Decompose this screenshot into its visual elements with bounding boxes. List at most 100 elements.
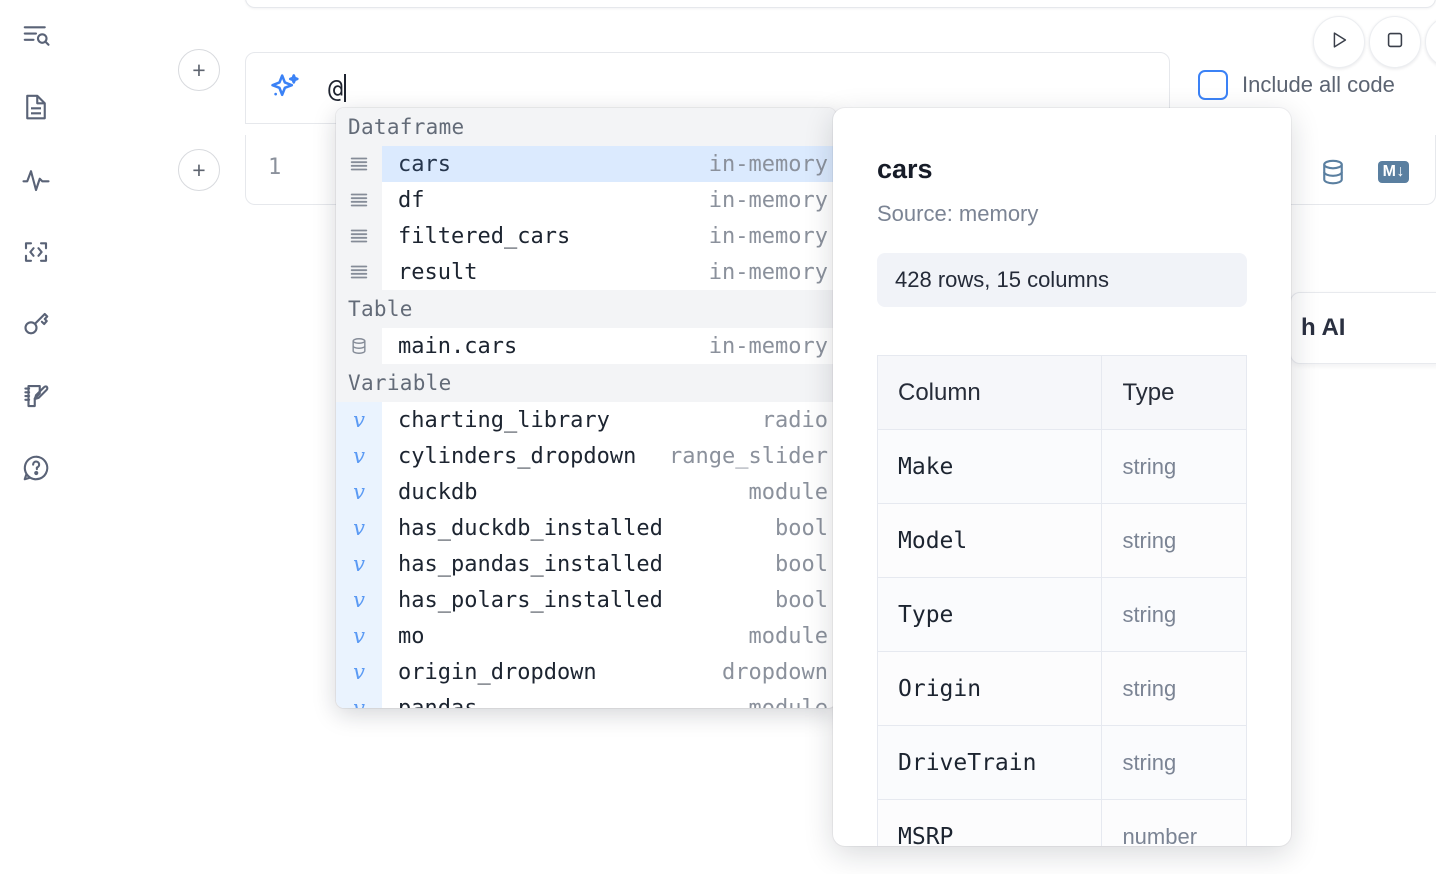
include-all-code-label: Include all code xyxy=(1242,72,1395,97)
include-all-code-row[interactable]: Include all code xyxy=(1198,70,1395,100)
autocomplete-item-meta: dropdown xyxy=(722,659,828,685)
autocomplete-item-name: has_duckdb_installed xyxy=(398,515,663,541)
ai-prompt-value: @ xyxy=(328,73,344,103)
include-all-code-checkbox[interactable] xyxy=(1198,70,1228,100)
autocomplete-item-name: has_polars_installed xyxy=(398,587,663,613)
detail-column-name: MSRP xyxy=(876,799,1103,846)
document-icon[interactable] xyxy=(14,85,58,129)
detail-header-column: Column xyxy=(876,355,1103,430)
stop-square-icon xyxy=(1384,29,1406,56)
autocomplete-item[interactable]: cars in-memory xyxy=(336,146,836,182)
variable-icon: v xyxy=(336,582,382,618)
markdown-icon[interactable]: M ↓ xyxy=(1377,161,1409,183)
autocomplete-section-header: Dataframe xyxy=(336,108,836,146)
variable-icon: v xyxy=(336,438,382,474)
autocomplete-item[interactable]: v charting_library radio xyxy=(336,402,836,438)
left-icon-rail xyxy=(0,0,72,874)
autocomplete-item-meta: module xyxy=(748,623,828,649)
autocomplete-item-name: origin_dropdown xyxy=(398,659,597,685)
detail-column-type: string xyxy=(1101,651,1247,726)
autocomplete-item-name: pandas xyxy=(398,695,478,709)
ai-prompt-input[interactable]: @ xyxy=(328,73,347,103)
generate-with-ai-card[interactable]: h AI xyxy=(1290,292,1436,364)
table-icon xyxy=(336,328,382,364)
variable-icon: v xyxy=(336,546,382,582)
autocomplete-item[interactable]: v origin_dropdown dropdown xyxy=(336,654,836,690)
autocomplete-item-meta: in-memory xyxy=(708,259,828,285)
database-icon[interactable] xyxy=(1318,157,1348,187)
run-button[interactable] xyxy=(1313,16,1365,68)
previous-cell[interactable] xyxy=(245,0,1436,8)
autocomplete-section-header: Table xyxy=(336,290,836,328)
add-cell-above-button[interactable]: + xyxy=(178,49,220,91)
autocomplete-item-meta: bool xyxy=(775,551,828,577)
activity-icon[interactable] xyxy=(14,158,58,202)
completion-detail-panel: cars Source: memory 428 rows, 15 columns… xyxy=(833,108,1291,846)
stop-button[interactable] xyxy=(1369,16,1421,68)
autocomplete-item[interactable]: v has_polars_installed bool xyxy=(336,582,836,618)
key-icon[interactable] xyxy=(14,302,58,346)
variable-icon: v xyxy=(336,618,382,654)
code-brackets-icon[interactable] xyxy=(14,230,58,274)
scratchpad-icon[interactable] xyxy=(14,374,58,418)
autocomplete-item-meta: in-memory xyxy=(708,223,828,249)
detail-table-header-row: Column Type xyxy=(876,355,1247,430)
autocomplete-item-name: cylinders_dropdown xyxy=(398,443,637,469)
detail-shape-badge: 428 rows, 15 columns xyxy=(877,253,1247,307)
autocomplete-item[interactable]: filtered_cars in-memory xyxy=(336,218,836,254)
autocomplete-item-name: charting_library xyxy=(398,407,610,433)
variable-icon: v xyxy=(336,510,382,546)
add-cell-below-button[interactable]: + xyxy=(178,149,220,191)
autocomplete-item[interactable]: v has_duckdb_installed bool xyxy=(336,510,836,546)
detail-column-type: string xyxy=(1101,725,1247,800)
autocomplete-item-name: main.cars xyxy=(398,333,518,359)
help-chat-icon[interactable] xyxy=(14,446,58,490)
dataframe-icon xyxy=(336,218,382,254)
detail-column-name: Model xyxy=(876,503,1103,578)
autocomplete-item[interactable]: v cylinders_dropdown range_slider xyxy=(336,438,836,474)
detail-column-type: string xyxy=(1101,503,1247,578)
dataframe-icon xyxy=(336,146,382,182)
cell-tools: M ↓ xyxy=(1318,157,1409,187)
autocomplete-item-meta: in-memory xyxy=(708,151,828,177)
autocomplete-item-meta: radio xyxy=(761,407,828,433)
dataframe-icon xyxy=(336,254,382,290)
autocomplete-item[interactable]: v has_pandas_installed bool xyxy=(336,546,836,582)
detail-column-name: DriveTrain xyxy=(876,725,1103,800)
markdown-label: M xyxy=(1382,163,1396,180)
more-actions-button[interactable] xyxy=(1425,16,1436,68)
autocomplete-item-name: df xyxy=(398,187,425,213)
autocomplete-item-name: filtered_cars xyxy=(398,223,571,249)
generate-with-ai-label: h AI xyxy=(1301,314,1346,341)
autocomplete-item[interactable]: df in-memory xyxy=(336,182,836,218)
file-explorer-icon[interactable] xyxy=(14,14,58,58)
autocomplete-item-name: has_pandas_installed xyxy=(398,551,663,577)
play-icon xyxy=(1328,29,1350,56)
autocomplete-item-name: cars xyxy=(398,151,451,177)
variable-icon: v xyxy=(336,654,382,690)
autocomplete-item-name: mo xyxy=(398,623,425,649)
sparkle-icon xyxy=(268,71,302,105)
autocomplete-item-meta: bool xyxy=(775,515,828,541)
detail-column-type: string xyxy=(1101,429,1247,504)
variable-icon: v xyxy=(336,402,382,438)
autocomplete-item-meta: range_slider xyxy=(669,443,828,469)
detail-title: cars xyxy=(877,154,933,184)
detail-column-type: string xyxy=(1101,577,1247,652)
text-caret xyxy=(344,74,347,102)
autocomplete-item-meta: in-memory xyxy=(708,187,828,213)
line-number: 1 xyxy=(268,155,282,180)
autocomplete-item-meta: bool xyxy=(775,587,828,613)
detail-header-type: Type xyxy=(1101,355,1247,430)
